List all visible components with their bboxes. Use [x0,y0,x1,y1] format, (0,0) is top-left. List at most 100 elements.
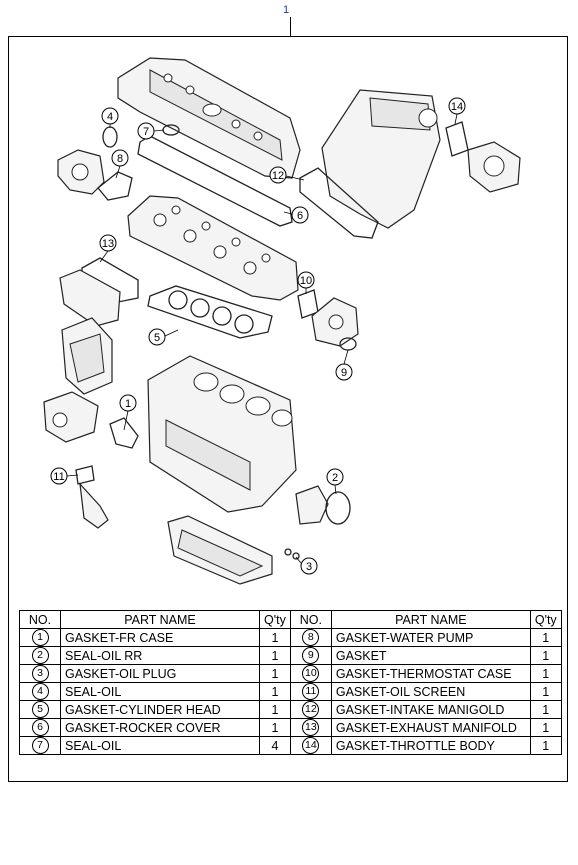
part-name: GASKET-OIL PLUG [60,664,260,683]
table-row: 7 SEAL-OIL 4 14 GASKET-THROTTLE BODY 1 [19,736,562,755]
part-number-badge: 7 [31,737,49,754]
part-name: GASKET-OIL SCREEN [330,682,531,701]
part-number-badge: 1 [31,629,49,646]
callout-7: 7 [137,122,155,140]
part-number-badge: 5 [31,701,49,718]
part-qty: 1 [259,718,291,737]
part-number-badge: 6 [31,719,49,736]
cylinder-block-drawing [147,355,297,513]
exploded-engine-diagram: 1 2 3 4 5 6 7 8 9 10 11 12 13 14 [43,57,521,585]
oil-screen-gasket-drawing [75,465,95,485]
part-qty: 1 [259,700,291,719]
cylinder-head-gasket-drawing [147,285,273,339]
svg-text:4: 4 [107,111,113,123]
oil-pan-drawing [167,515,273,585]
intake-manifold-gasket-drawing [299,167,379,239]
callout-14: 14 [448,97,466,115]
svg-text:3: 3 [306,561,312,573]
callout-11: 11 [50,467,68,485]
part-name: GASKET-INTAKE MANIGOLD [330,700,531,719]
part-number-badge: 4 [31,683,49,700]
part-qty: 1 [529,736,562,755]
table-row: 6 GASKET-ROCKER COVER 1 13 GASKET-EXHAUS… [19,718,562,737]
seal-oil-4-drawing [102,126,118,148]
part-qty: 1 [529,700,562,719]
callout-10: 10 [297,271,315,289]
callout-leaders [66,113,458,564]
part-qty: 1 [259,682,291,701]
part-name: SEAL-OIL [60,682,260,701]
part-name: GASKET-THROTTLE BODY [330,736,531,755]
throttle-body-drawing [467,141,521,193]
part-number-badge: 14 [302,737,320,754]
part-qty: 1 [529,718,562,737]
callout-6: 6 [291,206,309,224]
table-row: 4 SEAL-OIL 1 11 GASKET-OIL SCREEN 1 [19,682,562,701]
part-qty: 1 [259,628,291,647]
rear-oil-seal-drawing [295,485,351,525]
part-name: GASKET-WATER PUMP [330,628,531,647]
part-number-badge: 13 [302,719,320,736]
svg-text:12: 12 [272,170,284,182]
part-name: GASKET-CYLINDER HEAD [60,700,260,719]
part-qty: 1 [259,646,291,665]
part-number-badge: 9 [302,647,320,664]
table-header-row: NO. PART NAME Q'ty NO. PART NAME Q'ty [19,610,562,629]
water-pump-gasket-drawing [97,171,133,201]
diagram-frame [8,36,568,782]
svg-text:8: 8 [117,153,123,165]
throttle-body-gasket-drawing [445,121,469,157]
table-row: 2 SEAL-OIL RR 1 9 GASKET 1 [19,646,562,665]
part-name: SEAL-OIL [60,736,260,755]
reference-leader-line [290,17,291,36]
svg-text:9: 9 [341,367,347,379]
header-no-left: NO. [19,610,61,629]
header-qty-right: Q'ty [529,610,562,629]
svg-text:6: 6 [297,210,303,222]
part-name: SEAL-OIL RR [60,646,260,665]
part-qty: 1 [529,682,562,701]
table-row: 5 GASKET-CYLINDER HEAD 1 12 GASKET-INTAK… [19,700,562,719]
part-qty: 1 [529,664,562,683]
oil-screen-drawing [79,482,109,529]
intake-manifold-drawing [321,89,441,229]
part-number-badge: 8 [302,629,320,646]
svg-text:10: 10 [300,275,312,287]
header-part-name-right: PART NAME [330,610,531,629]
part-name: GASKET-ROCKER COVER [60,718,260,737]
table-row: 3 GASKET-OIL PLUG 1 10 GASKET-THERMOSTAT… [19,664,562,683]
svg-text:7: 7 [143,126,149,138]
part-qty: 1 [529,646,562,665]
callout-3: 3 [300,557,318,575]
part-qty: 1 [259,664,291,683]
part-number-badge: 12 [302,701,320,718]
page-reference-number: 1 [283,4,290,16]
svg-text:2: 2 [332,472,338,484]
callout-1: 1 [119,394,137,412]
part-name: GASKET-FR CASE [60,628,260,647]
part-number-badge: 10 [302,665,320,682]
svg-text:13: 13 [102,238,114,250]
svg-text:1: 1 [125,398,131,410]
callout-2: 2 [326,468,344,486]
exhaust-manifold-drawing [59,269,121,395]
callout-12: 12 [269,166,287,184]
oil-plug-gasket-drawing [284,548,300,560]
part-qty: 4 [259,736,291,755]
callout-4: 4 [101,107,119,125]
part-qty: 1 [529,628,562,647]
svg-text:11: 11 [53,471,64,483]
water-pump-drawing [57,149,105,195]
part-name: GASKET-EXHAUST MANIFOLD [330,718,531,737]
callout-5: 5 [148,328,166,346]
parts-list-table: NO. PART NAME Q'ty NO. PART NAME Q'ty 1 … [19,610,562,755]
svg-text:14: 14 [451,101,463,113]
part-name: GASKET [330,646,531,665]
rocker-cover-drawing [117,57,301,179]
header-part-name-left: PART NAME [60,610,260,629]
header-qty-left: Q'ty [259,610,291,629]
svg-text:5: 5 [154,332,160,344]
table-row: 1 GASKET-FR CASE 1 8 GASKET-WATER PUMP 1 [19,628,562,647]
callout-13: 13 [99,234,117,252]
part-number-badge: 3 [31,665,49,682]
